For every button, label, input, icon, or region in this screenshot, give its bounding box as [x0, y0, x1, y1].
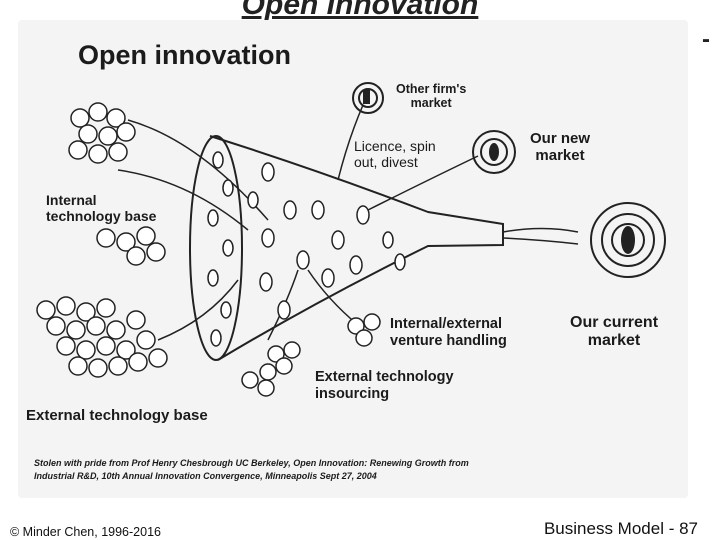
label-licence-spin-out: Licence, spin out, divest [354, 138, 436, 170]
label-venture-handling: Internal/external venture handling [390, 316, 507, 349]
label-external-insourcing: External technology insourcing [315, 369, 454, 402]
label-internal-technology-base: Internal technology base [46, 192, 156, 224]
technology-bubbles [37, 103, 380, 396]
footer-page-number: Business Model - 87 [544, 519, 698, 539]
diagram-title: Open innovation [78, 40, 291, 71]
label-external-technology-base: External technology base [26, 407, 208, 424]
label-our-new-market: Our new market [530, 130, 590, 165]
slide-title: Open Innovation [0, 0, 720, 22]
funnel-diagram [18, 20, 688, 498]
footer-copyright: © Minder Chen, 1996-2016 [10, 525, 161, 539]
label-our-current-market: Our current market [570, 314, 658, 351]
label-other-firm-market: Other firm's market [396, 82, 466, 111]
corner-dash: - [702, 26, 710, 54]
open-innovation-figure: Open innovation Other firm's market Lice… [18, 20, 688, 498]
source-credit: Stolen with pride from Prof Henry Chesbr… [34, 457, 469, 483]
